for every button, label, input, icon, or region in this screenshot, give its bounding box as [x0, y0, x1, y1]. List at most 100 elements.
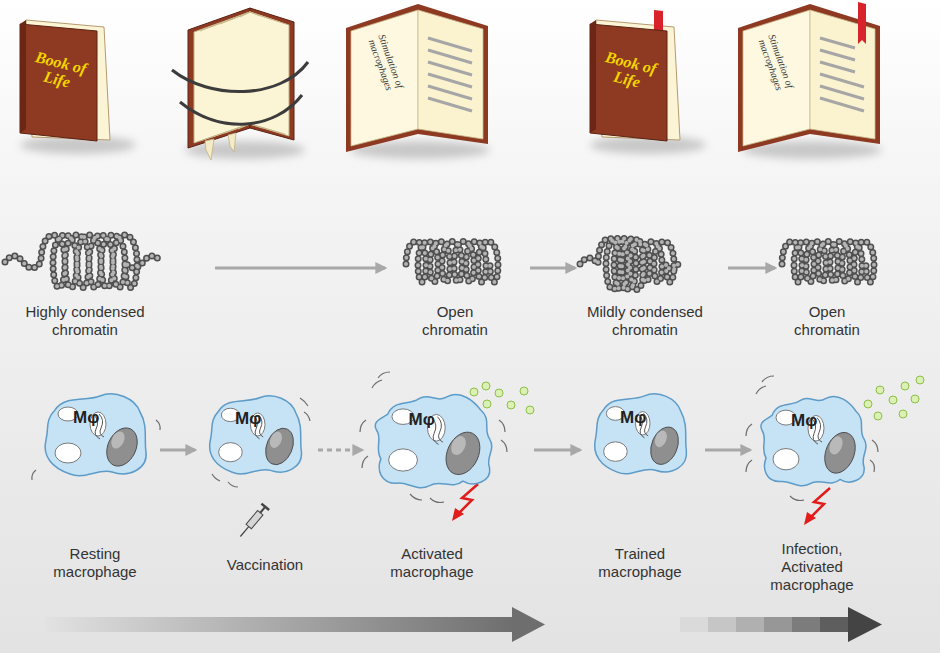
bookmarked-book [590, 10, 680, 141]
cell-symbol: Mφ [235, 409, 261, 429]
cytokine-dots [526, 406, 534, 414]
motion-lines [378, 372, 390, 378]
cytokine-dots [874, 412, 882, 420]
cytokine-dots [864, 400, 872, 408]
macrophage-cell: MφVaccination [205, 392, 305, 478]
motion-lines [872, 440, 878, 452]
tied-book [210, 12, 250, 27]
page-title: Stimulation of macrophages [754, 26, 799, 99]
stimulus-bolt [810, 488, 830, 518]
book-page: Stimulation of macrophages [356, 16, 416, 144]
vacuole [604, 442, 628, 462]
motion-lines [212, 474, 220, 481]
open-bookmarked-book [810, 4, 880, 144]
stage-arrow [705, 449, 750, 452]
stage-arrow [215, 267, 385, 270]
progress-arrow [736, 617, 765, 632]
motion-lines [228, 482, 238, 487]
cell-body [761, 396, 866, 485]
open-book [428, 38, 472, 111]
open-bookmarked-book [858, 2, 866, 44]
cytokine-dots [520, 387, 528, 395]
cell-outline [758, 392, 868, 488]
open-bookmarked-book [820, 62, 855, 72]
chromatin-fiber [5, 235, 874, 290]
vacuole [219, 443, 243, 462]
macrophage-cell: MφInfection, Activated macrophage [758, 392, 868, 488]
chromatin-fiber [5, 235, 161, 288]
tied-book [180, 95, 302, 124]
cytokine-dots [507, 401, 515, 409]
cell-body [210, 396, 302, 474]
progress-arrow [512, 607, 545, 642]
stage-label: Vaccination [210, 556, 320, 574]
nucleus-highlight [268, 430, 285, 450]
open-book [428, 62, 472, 75]
motion-lines [300, 398, 308, 406]
open-book [428, 38, 472, 51]
motion-lines [304, 412, 310, 421]
cell-symbol: Mφ [73, 408, 99, 428]
open-bookmarked-book [820, 86, 864, 99]
progress-arrow [848, 607, 882, 642]
nucleus [439, 427, 486, 480]
stage-label: Trained macrophage [588, 545, 693, 581]
closed-book [20, 20, 110, 141]
open-book [418, 10, 483, 139]
chromatin-shape: Highly condensed chromatin [5, 232, 165, 290]
chromatin-label: Open chromatin [782, 303, 872, 339]
cytokine-dots [470, 388, 478, 396]
stimulus-bolt [804, 512, 816, 525]
motion-lines [32, 372, 878, 503]
chromatin-fiber [580, 239, 678, 290]
cytokine-dots [889, 396, 897, 404]
cytokine-dots [495, 389, 503, 397]
vacuole [773, 449, 799, 470]
cytokine-dots [901, 382, 909, 390]
open-book [418, 4, 488, 144]
cytokine-dots [876, 386, 884, 394]
motion-lines [499, 420, 505, 432]
tied-book [250, 12, 280, 22]
chromatin-label: Open chromatin [410, 303, 500, 339]
page-title: Stimulation of macrophages [364, 26, 409, 99]
tied-book [200, 124, 250, 141]
open-bookmarked-book [820, 38, 855, 48]
open-bookmarked-book [820, 50, 855, 60]
stage-arrow [728, 267, 775, 270]
open-bookmarked-book [738, 2, 880, 152]
syringe [261, 503, 270, 511]
stage-label: Resting macrophage [43, 545, 148, 581]
closed-book [20, 20, 26, 133]
tied-book [200, 12, 285, 141]
stage-label: Activated macrophage [380, 545, 485, 581]
cell-outline [372, 390, 494, 490]
nucleus [819, 427, 861, 478]
progress-arrow [708, 617, 737, 632]
tied-book [172, 8, 308, 160]
macrophage-cell: MφResting macrophage [40, 390, 150, 480]
cell-symbol: Mφ [791, 411, 817, 431]
vacuole [389, 449, 418, 471]
open-book [428, 86, 472, 99]
cell-outline [590, 390, 690, 478]
tied-book [228, 133, 236, 152]
tied-book [230, 12, 250, 20]
book-title: Book of Life [22, 46, 96, 95]
book-shadow [185, 141, 305, 159]
cell-body [595, 394, 687, 474]
nucleus [645, 422, 683, 469]
open-bookmarked-book [820, 98, 864, 111]
book-cover: Book of Life [22, 30, 96, 130]
progress-arrow [820, 617, 849, 632]
progress-arrow [764, 617, 793, 632]
open-bookmarked-book [820, 38, 864, 111]
chromatin-fiber [406, 242, 498, 283]
stage-label: Infection, Activated macrophage [765, 540, 860, 594]
motion-lines [372, 380, 382, 388]
stage-arrow [530, 267, 575, 270]
chromatin-shape: Mildly condensed chromatin [580, 236, 690, 290]
bookmarked-book [590, 24, 667, 141]
cytokine-dots [483, 400, 491, 408]
